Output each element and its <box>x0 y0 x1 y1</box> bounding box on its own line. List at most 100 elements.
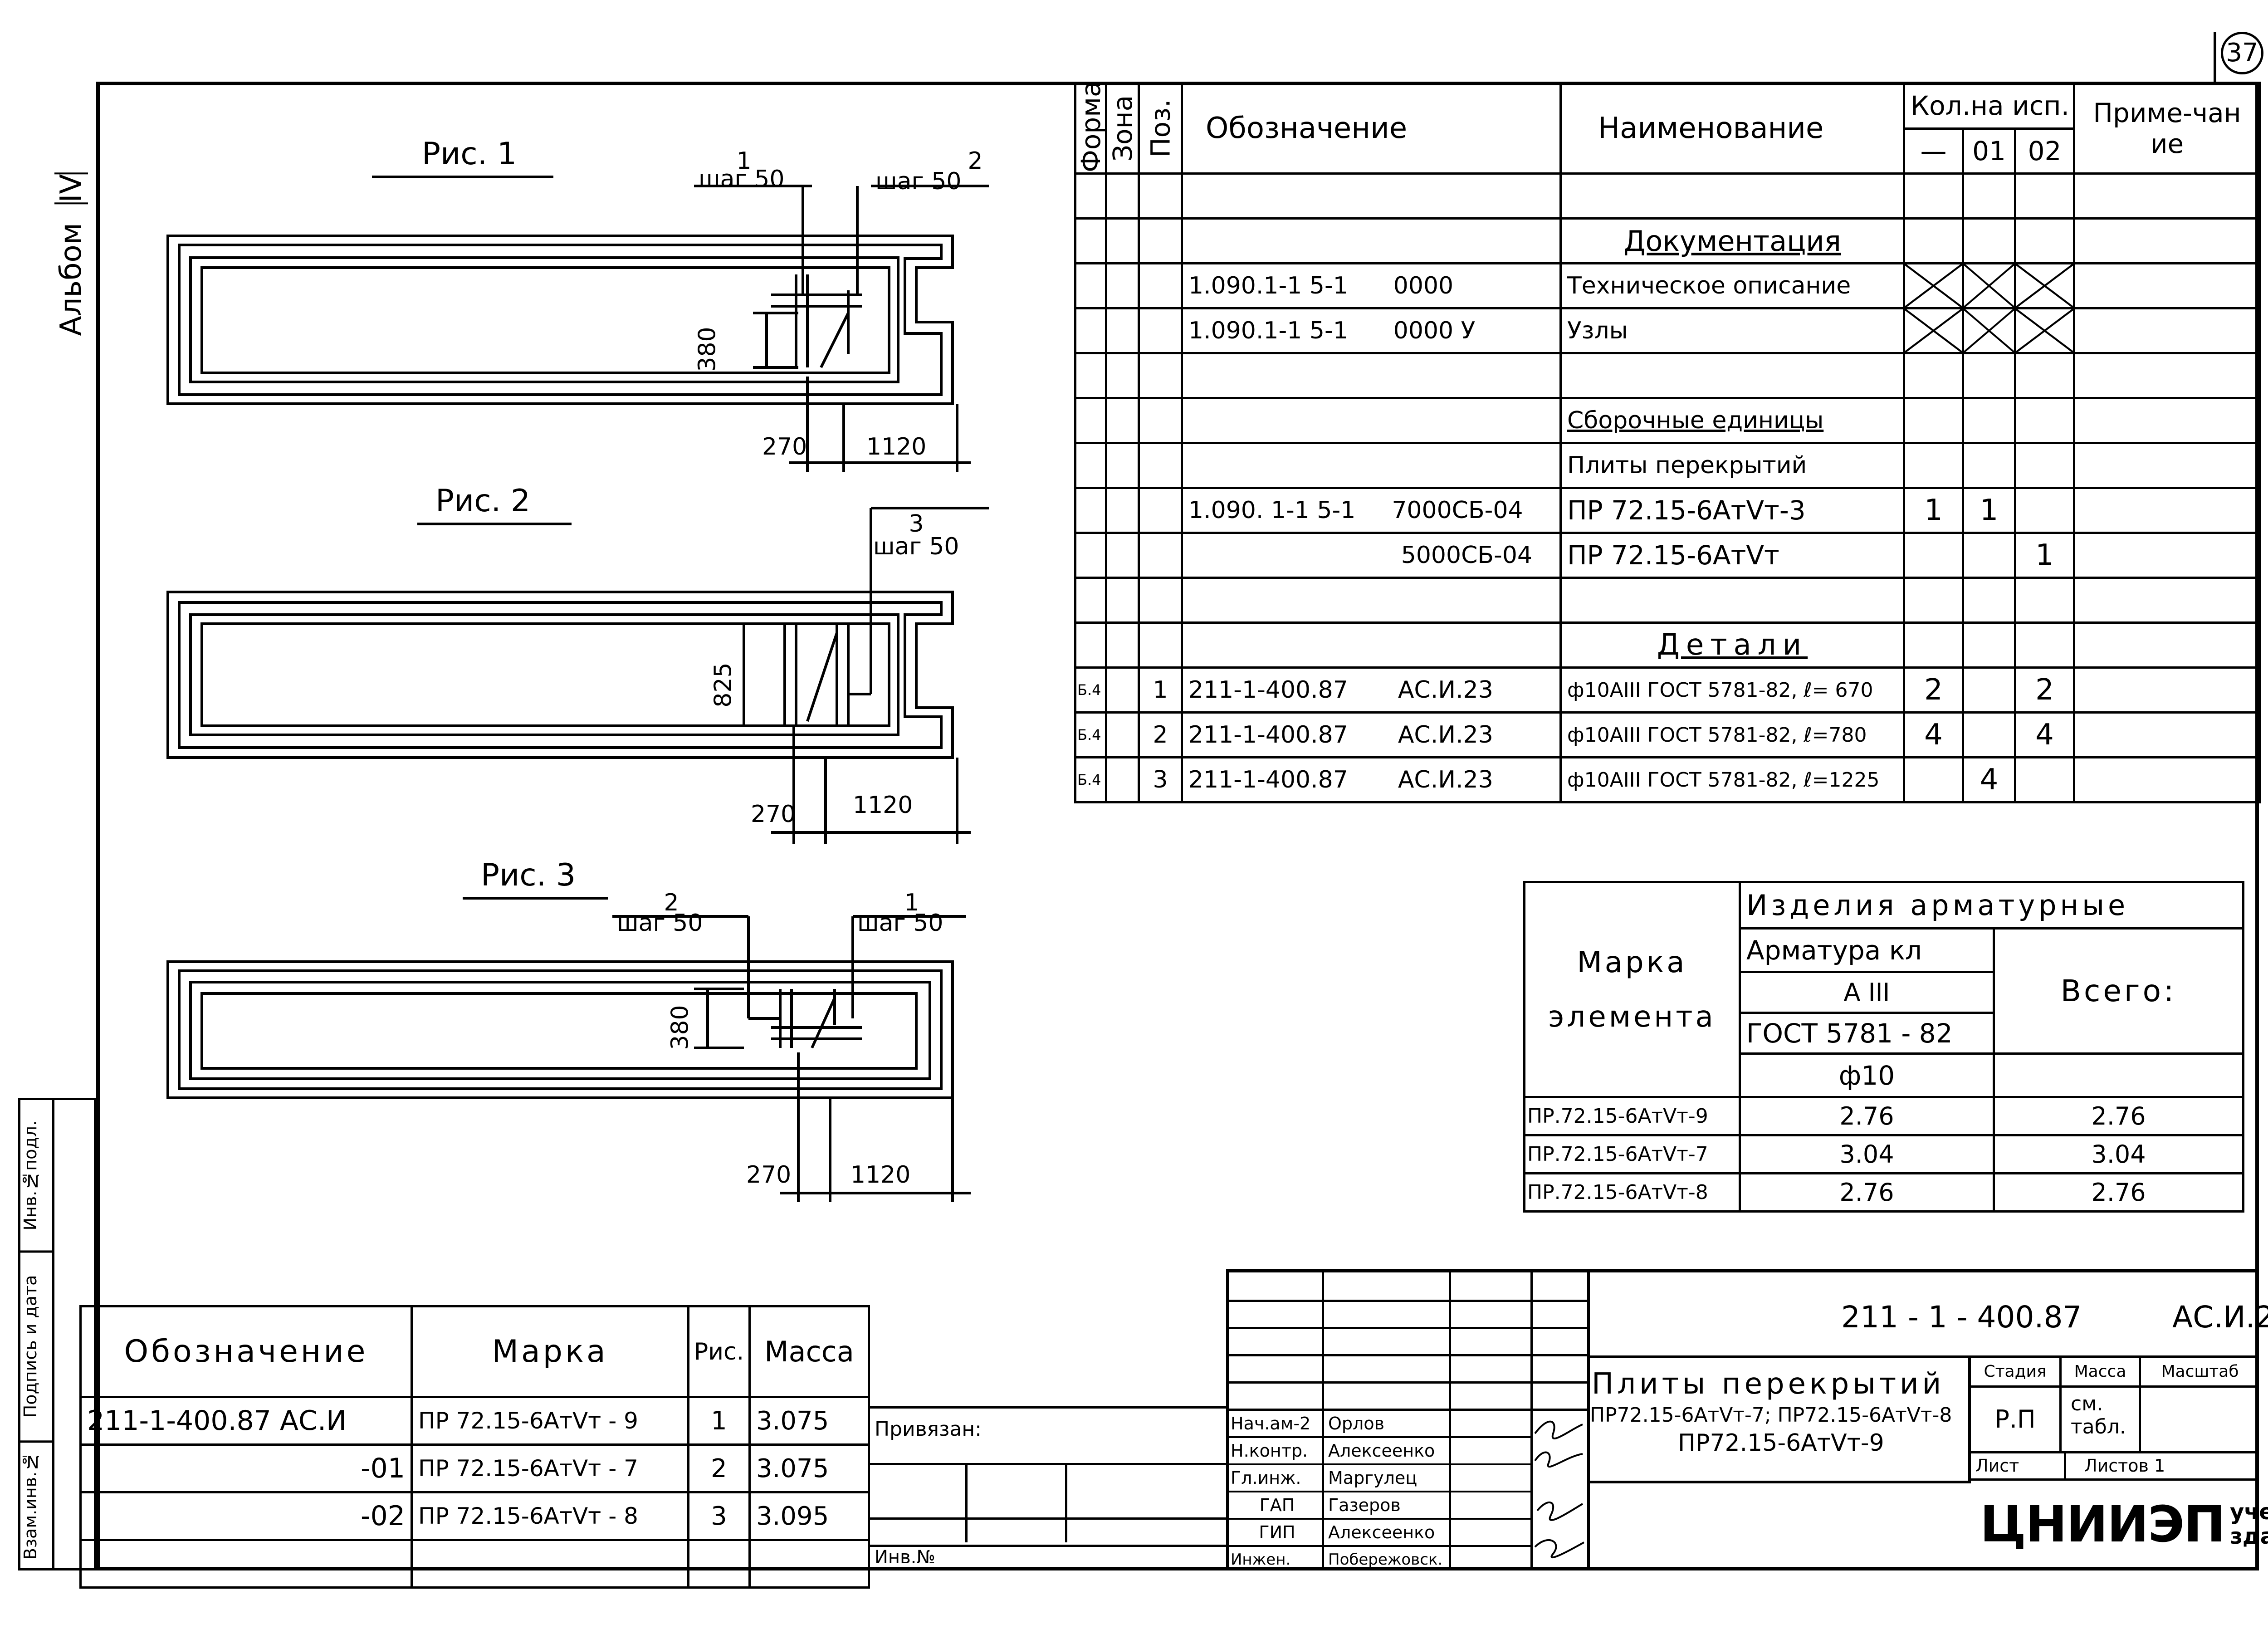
spec-assembly-row: 5000СБ-04 ПР 72.15-6АтVт 1 <box>1074 532 2262 579</box>
products-mark-header: Марка элемента <box>1523 881 1741 1098</box>
spec-detail-q1: 4 <box>1962 756 2016 803</box>
spec-detail-designation: 211-1-400.87 <box>1188 766 1348 793</box>
stamp-doc-code-main: 211 - 1 - 400.87 <box>1841 1300 2082 1335</box>
spec-row-assembly-sub: Плиты перекрытий <box>1074 442 2262 489</box>
spec-detail-pos: 2 <box>1138 711 1183 758</box>
spec-header-zone: Зона <box>1106 83 1139 174</box>
spec-assembly-name: ПР 72.15-6АтVт-3 <box>1559 487 1905 534</box>
spec-header-qty-0: — <box>1903 127 1964 175</box>
spec-section-docs: Документация <box>1559 217 1905 264</box>
products-sub-diameter: ф10 <box>1739 1052 1995 1098</box>
spec-cross-cell <box>1903 262 1964 309</box>
bom-header-mark: Марка <box>411 1305 689 1398</box>
spec-assembly-name: ПР 72.15-6АтVт <box>1559 532 1905 579</box>
figure-3-dim-b: 1120 <box>850 1161 911 1189</box>
spec-row-section-docs: Документация <box>1074 217 2262 264</box>
signature-scribbles <box>1534 1420 1584 1559</box>
products-table: Марка элемента Изделия арматурные Армату… <box>1523 881 2245 1213</box>
stamp-title-line-3: ПР72.15-6АтVт-9 <box>1678 1429 1884 1457</box>
spec-assembly-q0: 1 <box>1903 487 1964 534</box>
figure-3-dim-height: 380 <box>666 1005 694 1050</box>
spec-doc-name: Узлы <box>1559 307 1905 354</box>
spec-header-designation: Обозначение <box>1181 82 1562 175</box>
spec-doc-code: 0000 У <box>1393 317 1476 344</box>
products-row-mark: ПР.72.15-6АтVт-8 <box>1523 1172 1741 1213</box>
stamp-organization: ЦНИИЭП учебных зданий <box>1971 1481 2268 1567</box>
spec-header-format: Формат <box>1075 83 1106 174</box>
stamp-sheets-header: Листов 1 <box>2084 1456 2165 1476</box>
products-row-total: 2.76 <box>1992 1096 2245 1136</box>
products-row-value: 2.76 <box>1739 1096 1995 1136</box>
spec-assembly-q0 <box>1903 532 1964 579</box>
products-sub-gost: ГОСТ 5781 - 82 <box>1739 1012 1995 1055</box>
stamp-signer-role: ГИП <box>1259 1522 1295 1542</box>
spec-header-name: Наименование <box>1559 82 1905 175</box>
side-stamp-sign: Подпись и дата <box>20 1252 52 1443</box>
stamp-doc-code-suffix: АС.И.23 <box>2172 1300 2268 1335</box>
products-sub-steel: А III <box>1739 971 1995 1014</box>
stamp-stage-header: Стадия <box>1971 1358 2062 1385</box>
spec-detail-pos: 3 <box>1138 756 1183 803</box>
spec-section-assembly: Сборочные единицы <box>1559 397 1905 444</box>
spec-header-pos: Поз. <box>1139 83 1182 174</box>
spec-detail-name: ф10АIII ГОСТ 5781-82, ℓ=780 <box>1559 711 1905 758</box>
stamp-signers: Нач.ам-2 Орлов Н.контр. Алексеенко Гл.ин… <box>1229 1411 1530 1572</box>
figure-1-dim-height: 380 <box>694 327 721 372</box>
stamp-title-line-2: ПР72.15-6АтVт-7; ПР72.15-6АтVт-8 <box>1590 1404 1952 1427</box>
stamp-signer-role: Инжен. <box>1231 1551 1291 1569</box>
stamp-sheet-header: Лист <box>1971 1453 2066 1478</box>
bom-row-mark: ПР 72.15-6АтVт - 8 <box>411 1491 689 1541</box>
specification-table: Формат Зона Поз. Обозначение Наименовани… <box>1074 82 2262 803</box>
spec-assembly-q1: 1 <box>1962 487 2016 534</box>
spec-header-note: Приме-чание <box>2073 82 2262 175</box>
binding-block: Привязан: Инв.№ <box>868 1406 1226 1570</box>
side-stamp-replace: Взам.инв.№ <box>20 1451 40 1560</box>
bom-row-designation: -01 <box>79 1443 413 1493</box>
products-total-header: Всего: <box>1992 927 2245 1055</box>
products-row-value: 3.04 <box>1739 1134 1995 1174</box>
bom-row-fig: 2 <box>687 1443 751 1493</box>
products-row-mark: ПР.72.15-6АтVт-9 <box>1523 1096 1741 1136</box>
spec-detail-q2: 2 <box>2014 666 2076 714</box>
spec-cross-cell <box>1962 262 2016 309</box>
products-group-header: Изделия арматурные <box>1738 881 2245 930</box>
side-stamp-inv: Инв.№подл. <box>20 1100 52 1253</box>
products-sub-class: Арматура кл <box>1739 927 1995 973</box>
stamp-mass-value: см. табл. <box>2062 1388 2141 1451</box>
figure-2-step-1-label: шаг 50 <box>873 533 959 560</box>
spec-detail-format: Б.4 <box>1074 666 1107 714</box>
figure-3-title: Рис. 3 <box>481 857 576 893</box>
spec-header-qty: Кол.на исп. <box>1902 82 2076 130</box>
spec-detail-q0 <box>1903 756 1964 803</box>
stamp-signer-row: Инжен. Побережовск. <box>1229 1547 1530 1572</box>
spec-detail-code: АС.И.23 <box>1398 676 1493 704</box>
stamp-signer-name: Алексеенко <box>1328 1522 1435 1542</box>
spec-cross-cell <box>2014 262 2076 309</box>
spec-detail-q1 <box>1962 666 2016 714</box>
stamp-org-name: ЦНИИЭП <box>1980 1495 2225 1553</box>
figure-2-dim-a: 270 <box>751 801 796 828</box>
bom-row-fig: 3 <box>687 1491 751 1541</box>
stamp-scale-header: Масштаб <box>2161 1362 2239 1381</box>
spec-detail-designation: 211-1-400.87 <box>1188 676 1348 704</box>
stamp-signer-name: Газеров <box>1328 1495 1401 1515</box>
figure-1-step-2-num: 2 <box>968 147 983 175</box>
stamp-signer-name: Побережовск. <box>1328 1551 1443 1569</box>
products-row-total: 3.04 <box>1992 1134 2245 1174</box>
spec-assembly-q2 <box>2014 487 2076 534</box>
figure-1-dim-a: 270 <box>762 433 807 460</box>
sheet-number-box: 37 <box>2214 32 2263 82</box>
spec-row-section-assembly: Сборочные единицы <box>1074 397 2262 444</box>
drawing-frame <box>96 82 2259 1570</box>
bom-row-designation: -02 <box>79 1491 413 1541</box>
spec-row-section-details: Детали <box>1074 621 2262 669</box>
bom-header-fig: Рис. <box>687 1305 751 1398</box>
stamp-signer-row: ГИП Алексеенко <box>1229 1520 1530 1547</box>
figure-3-step-1-num: 2 <box>664 889 679 916</box>
products-row-total: 2.76 <box>1992 1172 2245 1213</box>
